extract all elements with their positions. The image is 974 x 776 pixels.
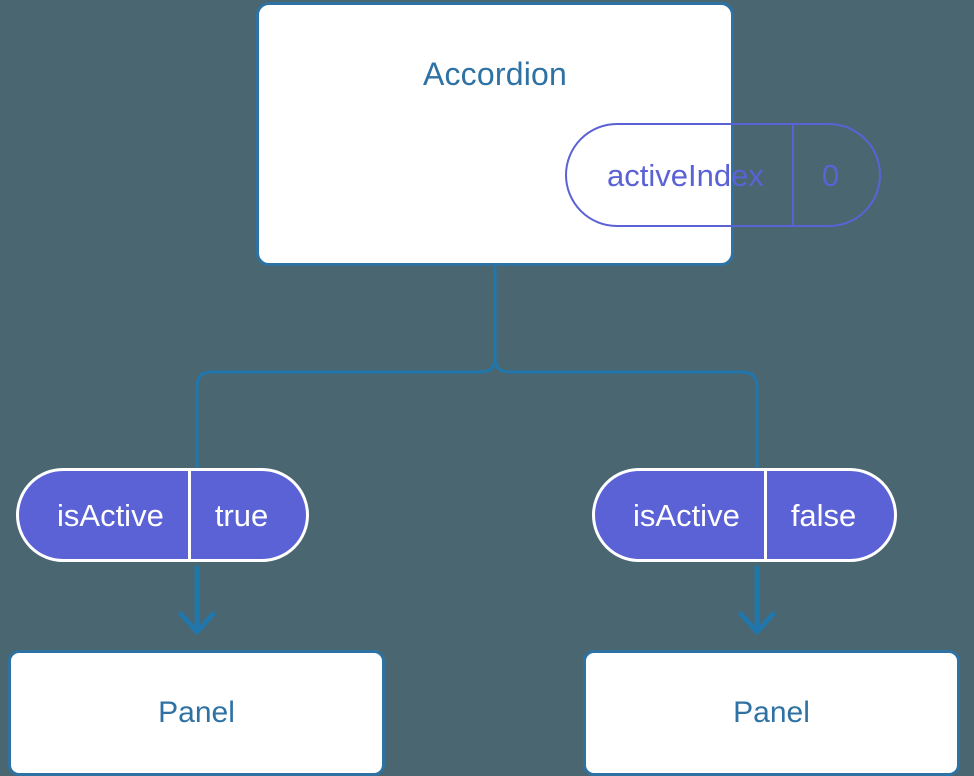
accordion-component-title: Accordion <box>422 56 568 92</box>
arrow-left-head <box>178 611 216 635</box>
panel-right-prop-pill[interactable]: isActive false <box>592 468 898 562</box>
panel-right-title: Panel <box>733 696 810 729</box>
accordion-component-card[interactable]: Accordion activeIndex 0 <box>256 2 882 266</box>
panel-right-prop-value: false <box>763 471 894 559</box>
panel-right-prop-key: isActive <box>633 497 740 533</box>
panel-left-card[interactable]: Panel <box>8 650 385 776</box>
panel-left-prop-pill[interactable]: isActive true <box>16 468 310 562</box>
connector-branch-right <box>493 356 759 468</box>
panel-left-title: Panel <box>158 696 235 729</box>
arrow-right-head <box>738 611 776 635</box>
connector-branch-left <box>195 356 497 468</box>
panel-right-card[interactable]: Panel <box>583 650 960 776</box>
accordion-state-pill[interactable]: activeIndex 0 <box>565 123 882 227</box>
panel-left-prop-value: true <box>187 471 306 559</box>
accordion-state-key: activeIndex <box>607 157 764 193</box>
accordion-state-value: 0 <box>791 125 879 225</box>
panel-left-prop-key: isActive <box>57 497 164 533</box>
